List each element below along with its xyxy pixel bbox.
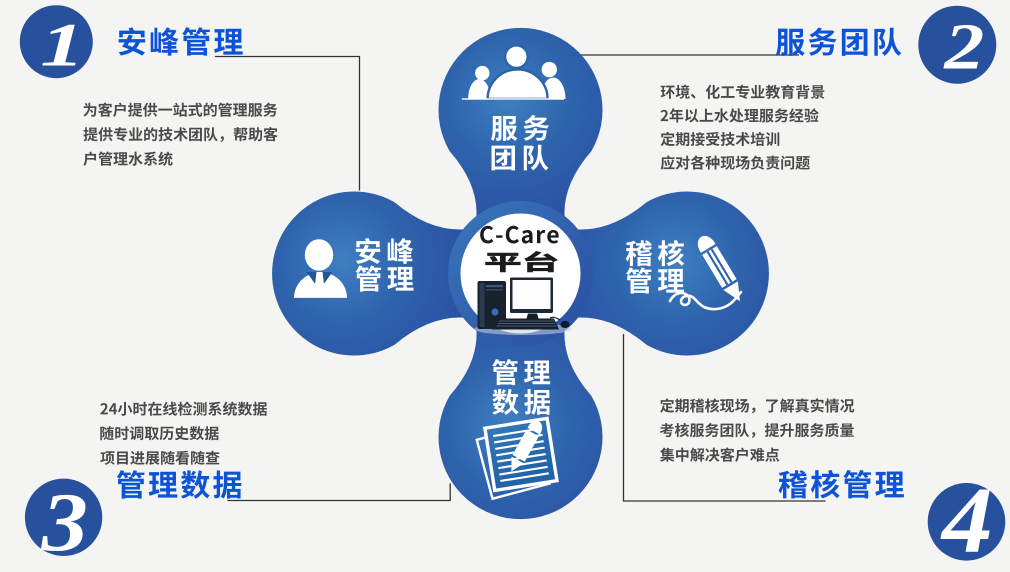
svg-text:3: 3	[41, 476, 88, 569]
svg-text:2: 2	[943, 10, 984, 83]
svg-text:4: 4	[940, 469, 993, 572]
svg-text:1: 1	[40, 12, 84, 79]
